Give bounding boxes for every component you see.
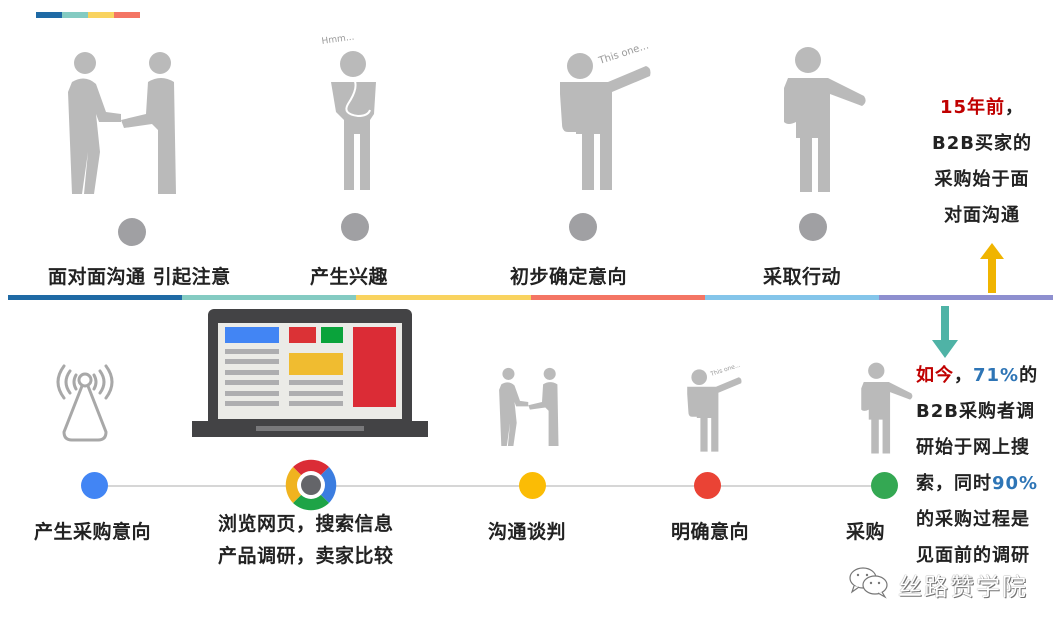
arrow-up-icon <box>980 243 1004 297</box>
divider-seg-2 <box>182 295 357 300</box>
divider-seg-6 <box>878 295 1054 300</box>
past-note: 15年前， B2B买家的 采购始于面 对面沟通 <box>912 90 1052 234</box>
handshake-icon <box>66 52 186 198</box>
watermark: 丝路赞学院 <box>848 565 1028 603</box>
stage-dot-2 <box>341 213 369 241</box>
divider-seg-4 <box>530 295 705 300</box>
stage-dot-red <box>694 472 721 499</box>
modern-note-line-6: 见面前的调研 <box>916 545 1030 566</box>
modern-stage-label-5: 采购 <box>846 521 886 543</box>
signal-tower-icon <box>50 362 120 444</box>
modern-stage-label-3: 沟通谈判 <box>488 521 567 543</box>
modern-timeline-line <box>95 485 885 487</box>
past-stage-label-3: 初步确定意向 <box>510 266 628 288</box>
arrow-down-icon <box>932 306 958 362</box>
this-one-small-caption: This one... <box>709 364 742 378</box>
modern-note-pct-71: 71% <box>973 365 1020 386</box>
reaching-person-small-icon <box>856 362 916 456</box>
watermark-text: 丝路赞学院 <box>898 572 1028 601</box>
modern-note-line-2: B2B采购者调 <box>916 401 1035 422</box>
modern-stage-label-4: 明确意向 <box>671 521 750 543</box>
past-note-line-1: B2B买家的 <box>932 133 1032 154</box>
modern-stage-label-1: 产生采购意向 <box>34 521 152 543</box>
modern-stage-label-2: 浏览网页，搜索信息 产品调研，卖家比较 <box>218 508 394 572</box>
divider-seg-5 <box>704 295 879 300</box>
stage-dot-4 <box>799 213 827 241</box>
past-stage-label-2: 产生兴趣 <box>310 266 389 288</box>
modern-stage-label-2-line2: 产品调研，卖家比较 <box>218 545 394 567</box>
stage-dot-3 <box>569 213 597 241</box>
thinking-person-icon: Hmm... <box>318 34 378 194</box>
bar-seg-2 <box>62 12 88 18</box>
bar-seg-1 <box>36 12 62 18</box>
modern-note-pct-90: 90% <box>992 473 1039 494</box>
stage-dot-1 <box>118 218 146 246</box>
laptop-icon <box>192 309 428 439</box>
pointing-person-small-icon: This one... <box>680 364 746 454</box>
past-note-highlight: 15年前 <box>939 97 1006 118</box>
chrome-icon <box>285 459 337 515</box>
wechat-icon <box>848 565 890 603</box>
modern-note-line-5: 的采购过程是 <box>916 509 1030 530</box>
modern-note-after-pct: 的 <box>1019 365 1039 386</box>
stage-dot-green <box>871 472 898 499</box>
modern-stage-label-2-line1: 浏览网页，搜索信息 <box>218 513 394 535</box>
modern-note-punct: ， <box>954 365 973 386</box>
modern-note-line-3: 研始于网上搜 <box>916 437 1030 458</box>
modern-note-line-4: 索，同时 <box>916 473 992 494</box>
past-note-line-3: 对面沟通 <box>944 205 1020 226</box>
past-note-punct: ， <box>1005 97 1025 118</box>
stage-dot-yellow <box>519 472 546 499</box>
timeline-divider <box>8 295 1054 300</box>
bar-seg-3 <box>88 12 114 18</box>
past-note-line-2: 采购始于面 <box>934 169 1030 190</box>
modern-note-highlight: 如今 <box>916 365 954 386</box>
past-stage-label-4: 采取行动 <box>763 266 842 288</box>
stage-dot-blue <box>81 472 108 499</box>
modern-note: 如今，71%的 B2B采购者调 研始于网上搜 索，同时90% 的采购过程是 见面… <box>916 358 1050 574</box>
top-color-bar <box>36 12 140 18</box>
reaching-person-icon <box>776 46 871 196</box>
past-stage-label-1: 面对面沟通 引起注意 <box>48 266 231 288</box>
divider-seg-1 <box>8 295 183 300</box>
handshake-small-icon <box>498 364 564 452</box>
pointing-person-icon: This one... <box>548 44 658 194</box>
bar-seg-4 <box>114 12 140 18</box>
hmm-caption: Hmm... <box>321 34 355 47</box>
divider-seg-3 <box>356 295 531 300</box>
this-one-caption: This one... <box>597 44 651 67</box>
